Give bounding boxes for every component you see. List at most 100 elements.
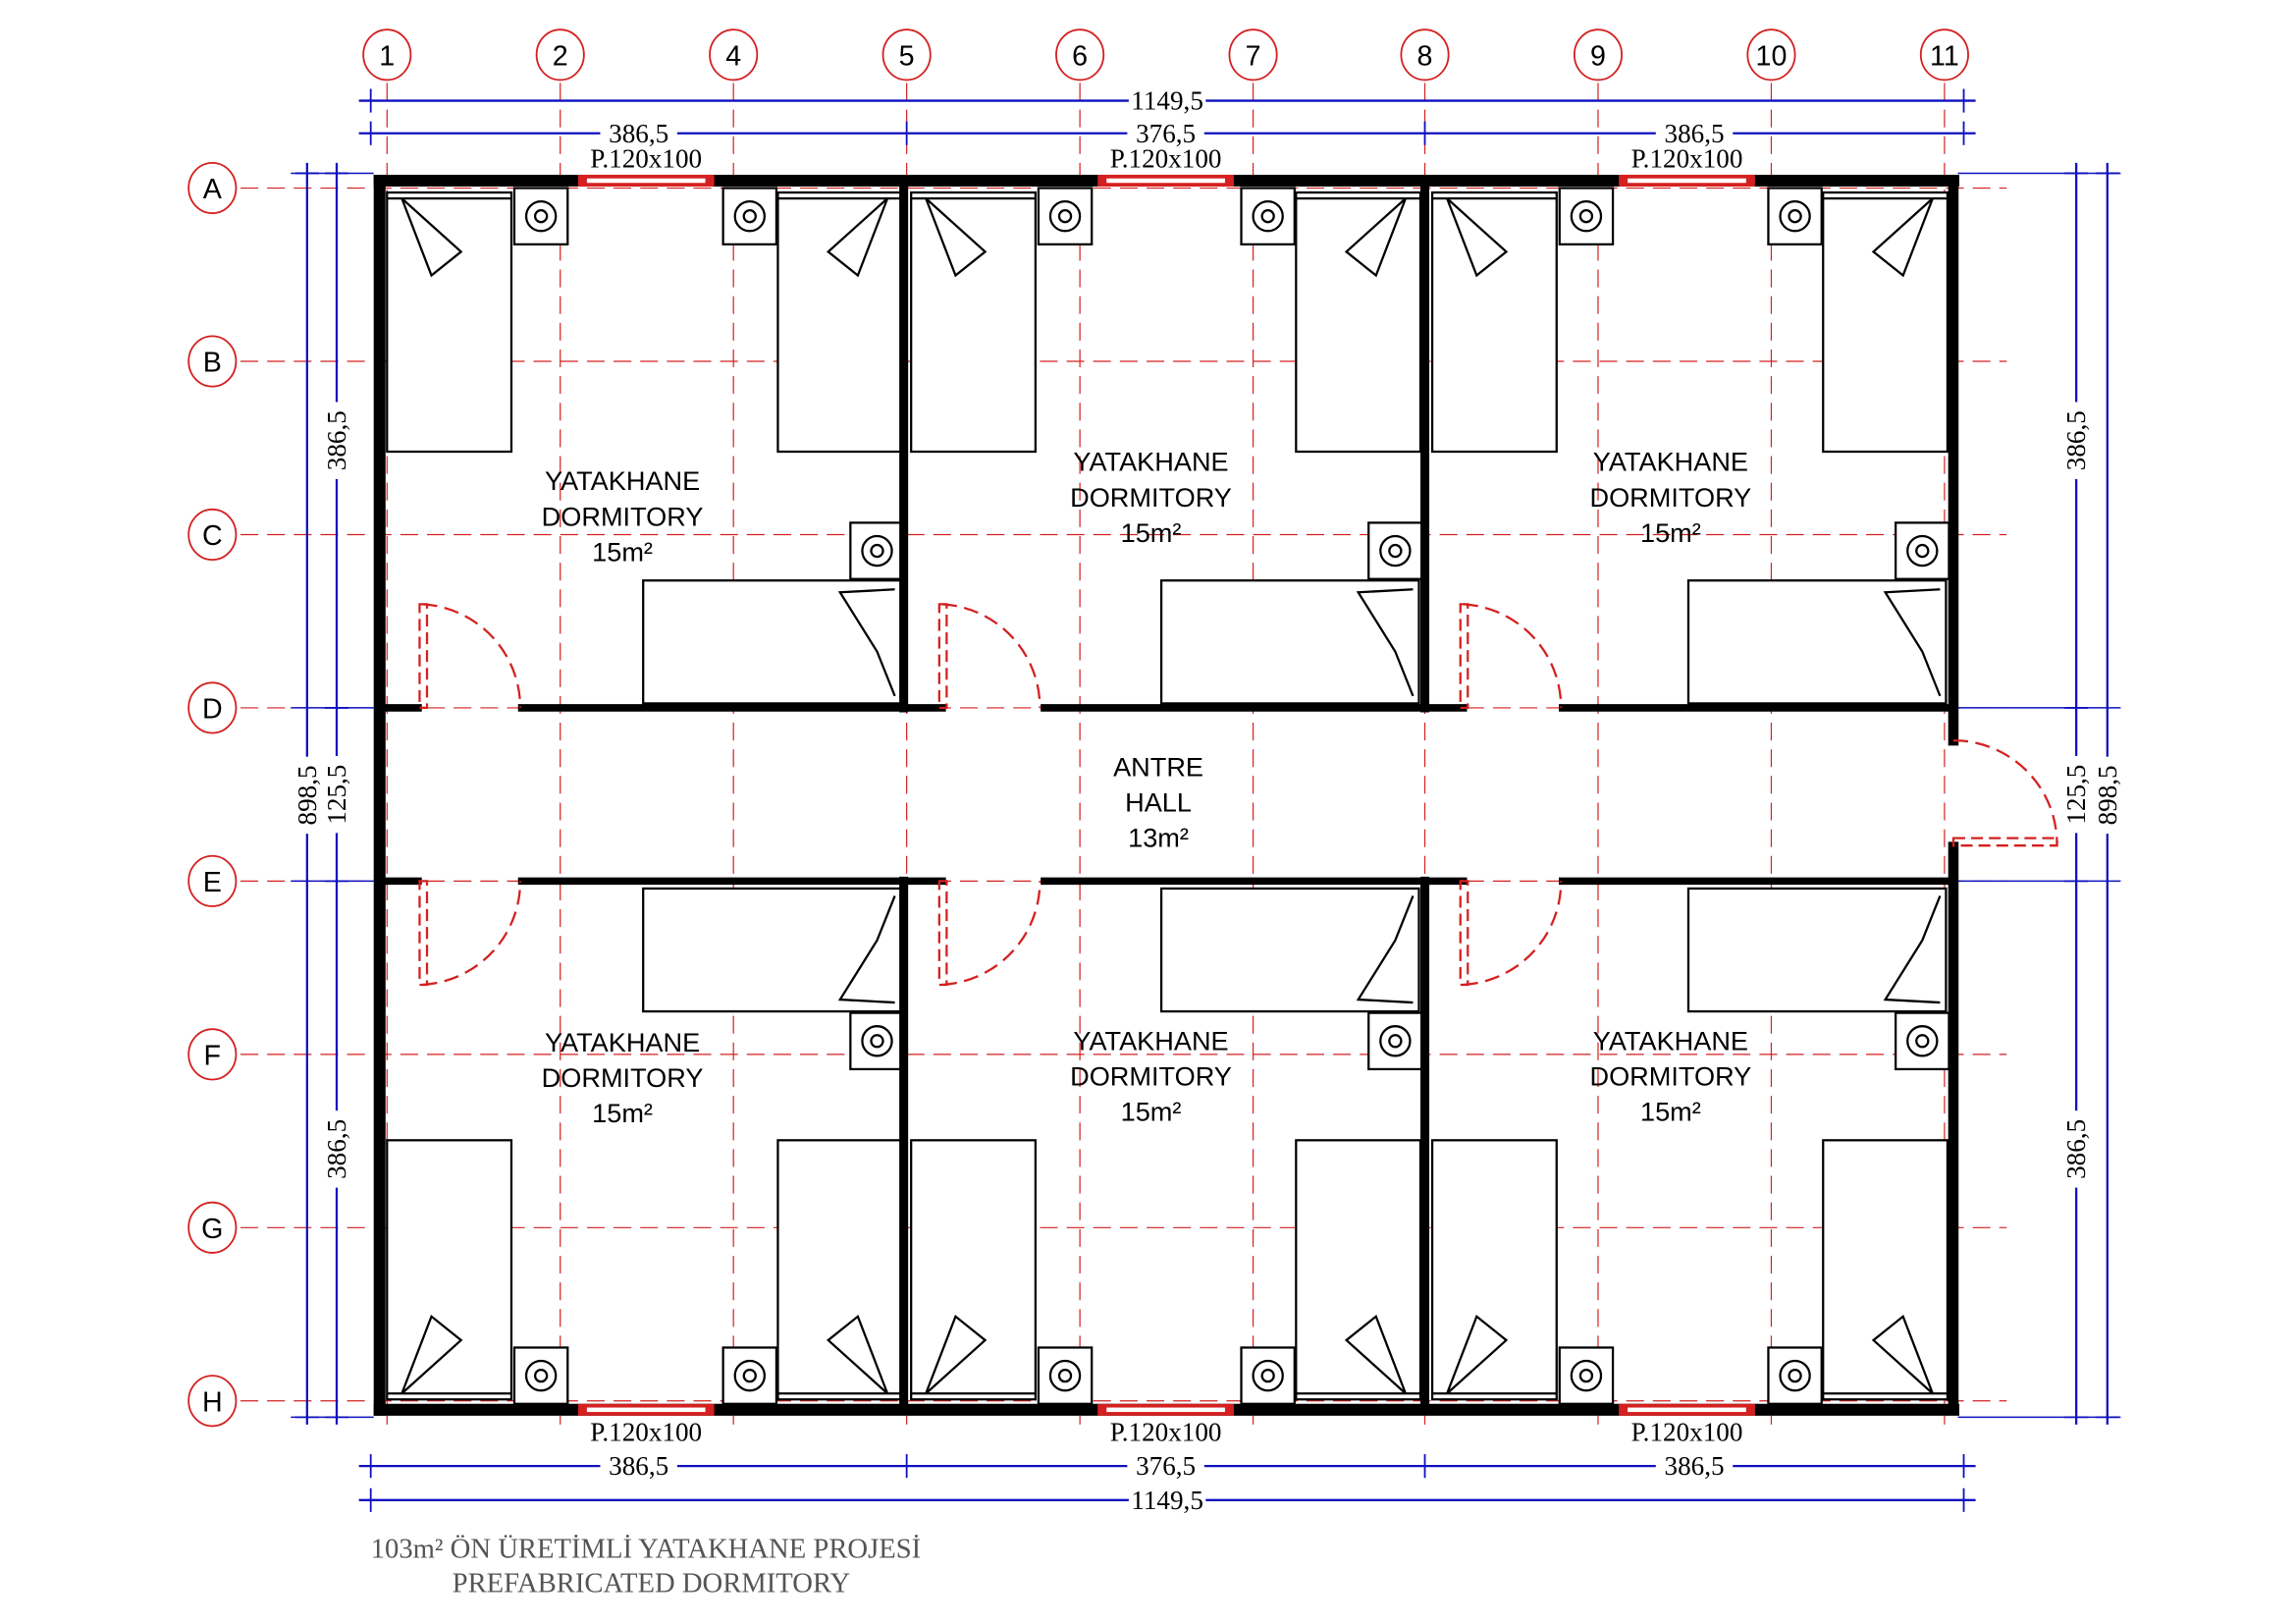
grid-bubble-column (362, 28, 412, 81)
bed (1686, 579, 1948, 705)
dimension-label: 898,5 (293, 765, 322, 825)
dimension-label-bg (321, 402, 349, 479)
dimension-label: 125,5 (2061, 765, 2091, 825)
project-subtitle: PREFABRICATED DORMITORY (453, 1567, 851, 1598)
grid-bubble-row (187, 1201, 238, 1254)
lamp-icon (870, 1034, 884, 1049)
dimension-label-bg (600, 118, 677, 145)
window-label: P.120x100 (590, 1417, 702, 1446)
dimension-label-bg (2061, 402, 2089, 479)
door-leaf (418, 603, 429, 710)
dimension-label-bg (292, 756, 319, 835)
pillow-icon (1446, 1314, 1509, 1395)
room-name-en: DORMITORY (542, 1062, 704, 1093)
grid-bubble-column (535, 28, 585, 81)
labels: P.120x100P.120x100P.120x100P.120x100P.12… (371, 143, 1752, 1598)
room-name-en: DORMITORY (1590, 482, 1752, 513)
grid-bubble-column (1228, 28, 1278, 81)
nightstand (512, 187, 569, 245)
door-leaf (1459, 880, 1469, 987)
dimension-label: 386,5 (322, 1119, 351, 1179)
window-glass (1628, 1407, 1746, 1413)
hall-name-tr: ANTRE (1113, 751, 1203, 782)
door-leaf (937, 603, 948, 710)
window-glass (1106, 178, 1225, 184)
lamp-icon (1379, 1025, 1412, 1057)
door-swing-arc (422, 603, 522, 708)
lamp-icon (870, 543, 884, 559)
grid-label-column: 6 (1072, 40, 1088, 72)
dimension-label: 386,5 (2061, 410, 2091, 470)
room-name-en: DORMITORY (1070, 1061, 1232, 1092)
pillow-icon (826, 1314, 889, 1395)
lamp-icon (1252, 1359, 1284, 1392)
bed (1295, 190, 1422, 454)
grid-bubble-row (187, 508, 238, 562)
grid-label-row: B (203, 348, 222, 379)
grid-label-row: A (203, 174, 223, 205)
dimension-label: 898,5 (2093, 765, 2122, 825)
grid-label-column: 2 (553, 40, 568, 72)
door-leaf (418, 880, 429, 987)
grid-bubble-column (1746, 28, 1796, 81)
hall-name-en: HALL (1125, 787, 1192, 818)
lamp-icon (1388, 1034, 1403, 1049)
lamp-icon (861, 534, 893, 568)
nightstand (849, 521, 905, 580)
dimension-label-bg (1127, 118, 1204, 145)
lamp-icon (1379, 534, 1412, 568)
window-label: P.120x100 (1110, 1417, 1222, 1446)
lamp-icon (1057, 1368, 1073, 1383)
nightstand (1767, 187, 1823, 245)
grid-label-column: 4 (725, 40, 741, 72)
grid-bubble-column (1400, 28, 1450, 81)
grid-bubble-row (187, 681, 238, 734)
lamp-icon (1570, 199, 1603, 233)
window-label: P.120x100 (1631, 1417, 1743, 1446)
room-area: 15m² (1640, 1097, 1701, 1127)
pillow-icon (1344, 1314, 1407, 1395)
grid-bubble-column (1919, 28, 1969, 81)
door-leaf (1459, 603, 1469, 710)
dimension-label: 386,5 (1665, 119, 1725, 148)
room-area: 15m² (592, 537, 653, 568)
bed (386, 1139, 513, 1401)
lamp-icon (524, 1359, 558, 1392)
room-name-tr: YATAKHANE (545, 465, 700, 496)
grid-label-column: 9 (1590, 40, 1606, 72)
lamp-icon (533, 1368, 549, 1383)
nightstand (1767, 1346, 1823, 1405)
room-name-tr: YATAKHANE (1593, 1025, 1748, 1055)
door-leaf (937, 880, 948, 987)
door-swing-arc (941, 603, 1041, 708)
nightstand (1895, 521, 1950, 580)
bed (910, 1139, 1038, 1401)
dimension-label: 376,5 (1136, 119, 1196, 148)
room-area: 15m² (1640, 517, 1701, 548)
grid-label-row: F (204, 1040, 222, 1071)
room-name-en: DORMITORY (542, 501, 704, 531)
pillow-icon (1446, 197, 1509, 278)
lamp-icon (1915, 1034, 1930, 1049)
grid-label-column: 5 (899, 40, 915, 72)
bed (1822, 1139, 1949, 1401)
lamp-icon (1260, 1368, 1275, 1383)
room-name-en: DORMITORY (1590, 1061, 1752, 1092)
lamp-icon (1048, 199, 1082, 233)
pillow-icon (925, 197, 988, 278)
lamp-icon (733, 1359, 767, 1392)
window-glass (1106, 1407, 1225, 1413)
lamp-icon (733, 199, 767, 233)
grid-bubble-row (187, 1028, 238, 1081)
lamp-icon (524, 199, 558, 233)
pillow-icon (1356, 895, 1415, 1004)
lamp-icon (1570, 1359, 1603, 1392)
pillow-icon (826, 197, 889, 278)
nightstand (1240, 187, 1296, 245)
lamp-icon (1788, 209, 1802, 224)
grid-label-row: C (202, 520, 223, 552)
grid-label-row: E (203, 867, 222, 898)
pillow-icon (837, 895, 896, 1004)
nightstand (849, 1011, 905, 1071)
